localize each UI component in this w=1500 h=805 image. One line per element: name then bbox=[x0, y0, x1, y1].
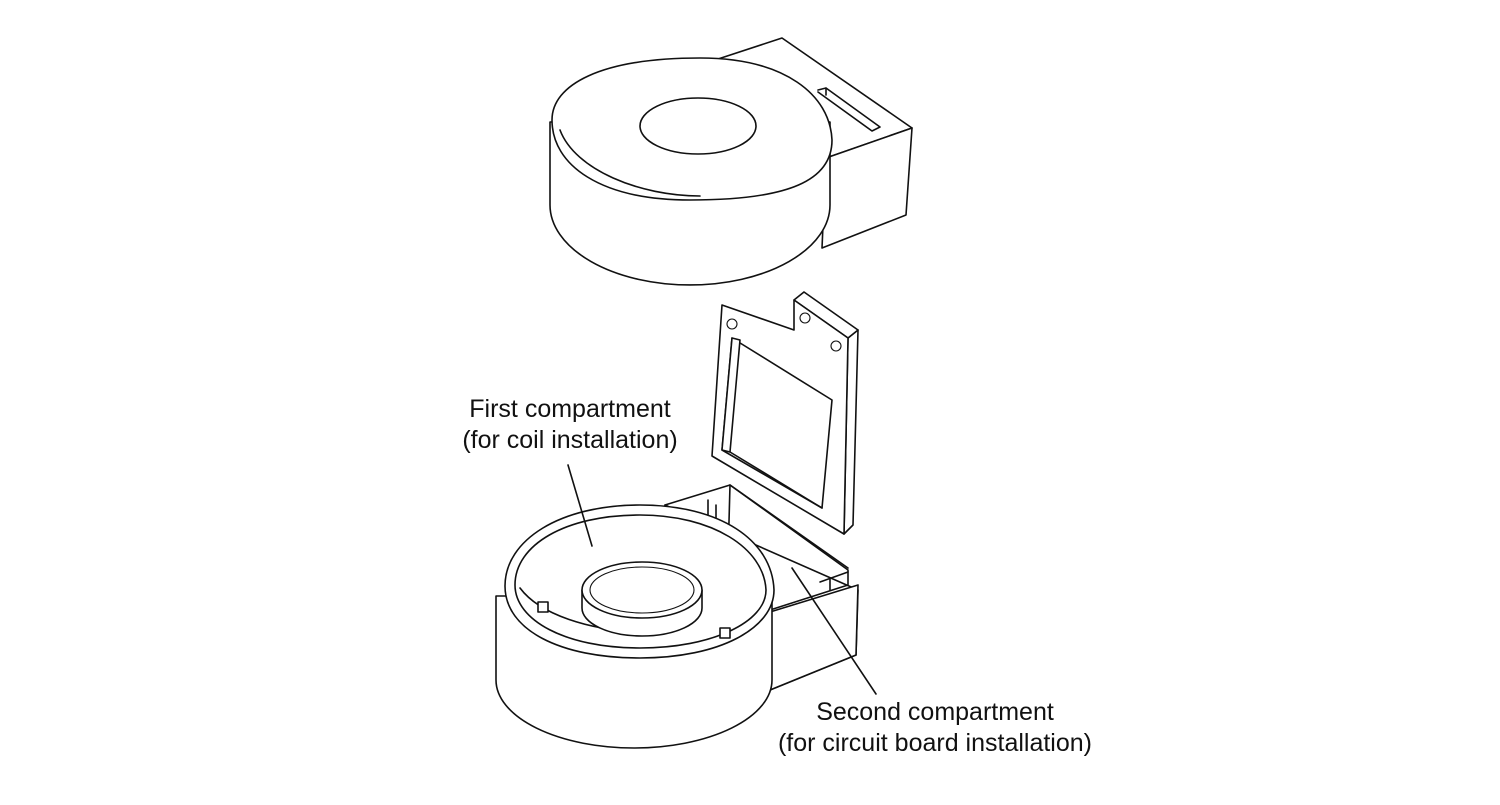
label-first-title: First compartment bbox=[469, 395, 671, 423]
label-second-title: Second compartment bbox=[816, 698, 1054, 726]
board-mounting-hole bbox=[726, 318, 738, 330]
top-cover-cylinder bbox=[549, 57, 833, 286]
leader-line-first-compartment bbox=[567, 464, 593, 547]
board-mounting-hole bbox=[830, 340, 842, 352]
label-second-compartment: Second compartment (for circuit board in… bbox=[735, 697, 1135, 759]
base-slot bbox=[719, 627, 731, 639]
board-mounting-hole bbox=[799, 312, 811, 324]
label-first-subtitle: (for coil installation) bbox=[462, 426, 678, 454]
base-housing bbox=[495, 484, 859, 749]
base-slot bbox=[537, 601, 549, 613]
circuit-board bbox=[711, 291, 859, 535]
base-center-hub bbox=[581, 561, 703, 637]
top-cover bbox=[549, 37, 913, 286]
leader-line-second-compartment bbox=[791, 567, 877, 695]
label-second-subtitle: (for circuit board installation) bbox=[777, 729, 1092, 757]
label-first-compartment: First compartment (for coil installation… bbox=[420, 394, 720, 456]
